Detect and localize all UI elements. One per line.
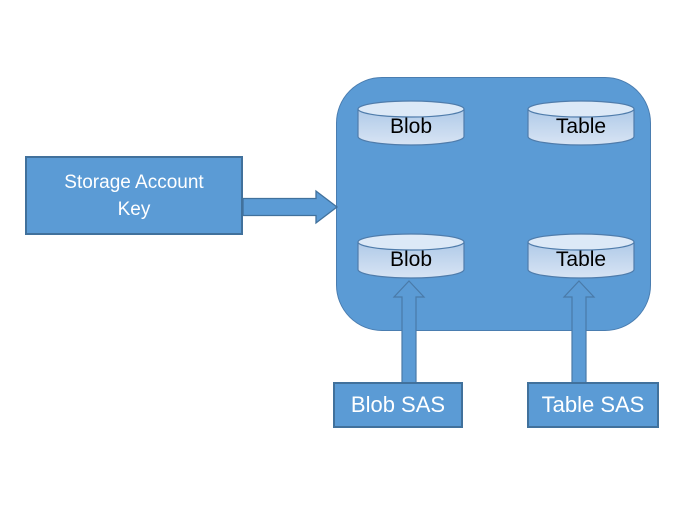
storage-account-key-box: Storage Account Key: [25, 156, 243, 235]
table-cylinder-top: Table: [527, 100, 635, 146]
table-cylinder-bottom: Table: [527, 233, 635, 279]
cylinder-label: Table: [555, 114, 607, 138]
blob-sas-box: Blob SAS: [333, 382, 463, 428]
blob-sas-arrow: [392, 280, 426, 387]
cylinder-shape-icon: [357, 100, 465, 146]
cylinder-label: Blob: [389, 247, 433, 271]
cylinder-label: Blob: [389, 114, 433, 138]
table-sas-box: Table SAS: [527, 382, 659, 428]
storage-account-key-label: Storage Account Key: [64, 171, 204, 220]
table-sas-arrow: [562, 280, 596, 387]
cylinder-shape-icon: [527, 233, 635, 279]
storage-key-arrow: [242, 189, 339, 225]
table-sas-label: Table SAS: [541, 392, 645, 417]
cylinder-shape-icon: [527, 100, 635, 146]
blob-sas-label: Blob SAS: [350, 392, 446, 417]
blob-cylinder-bottom: Blob: [357, 233, 465, 279]
cylinder-label: Table: [555, 247, 607, 271]
cylinder-shape-icon: [357, 233, 465, 279]
blob-cylinder-top: Blob: [357, 100, 465, 146]
